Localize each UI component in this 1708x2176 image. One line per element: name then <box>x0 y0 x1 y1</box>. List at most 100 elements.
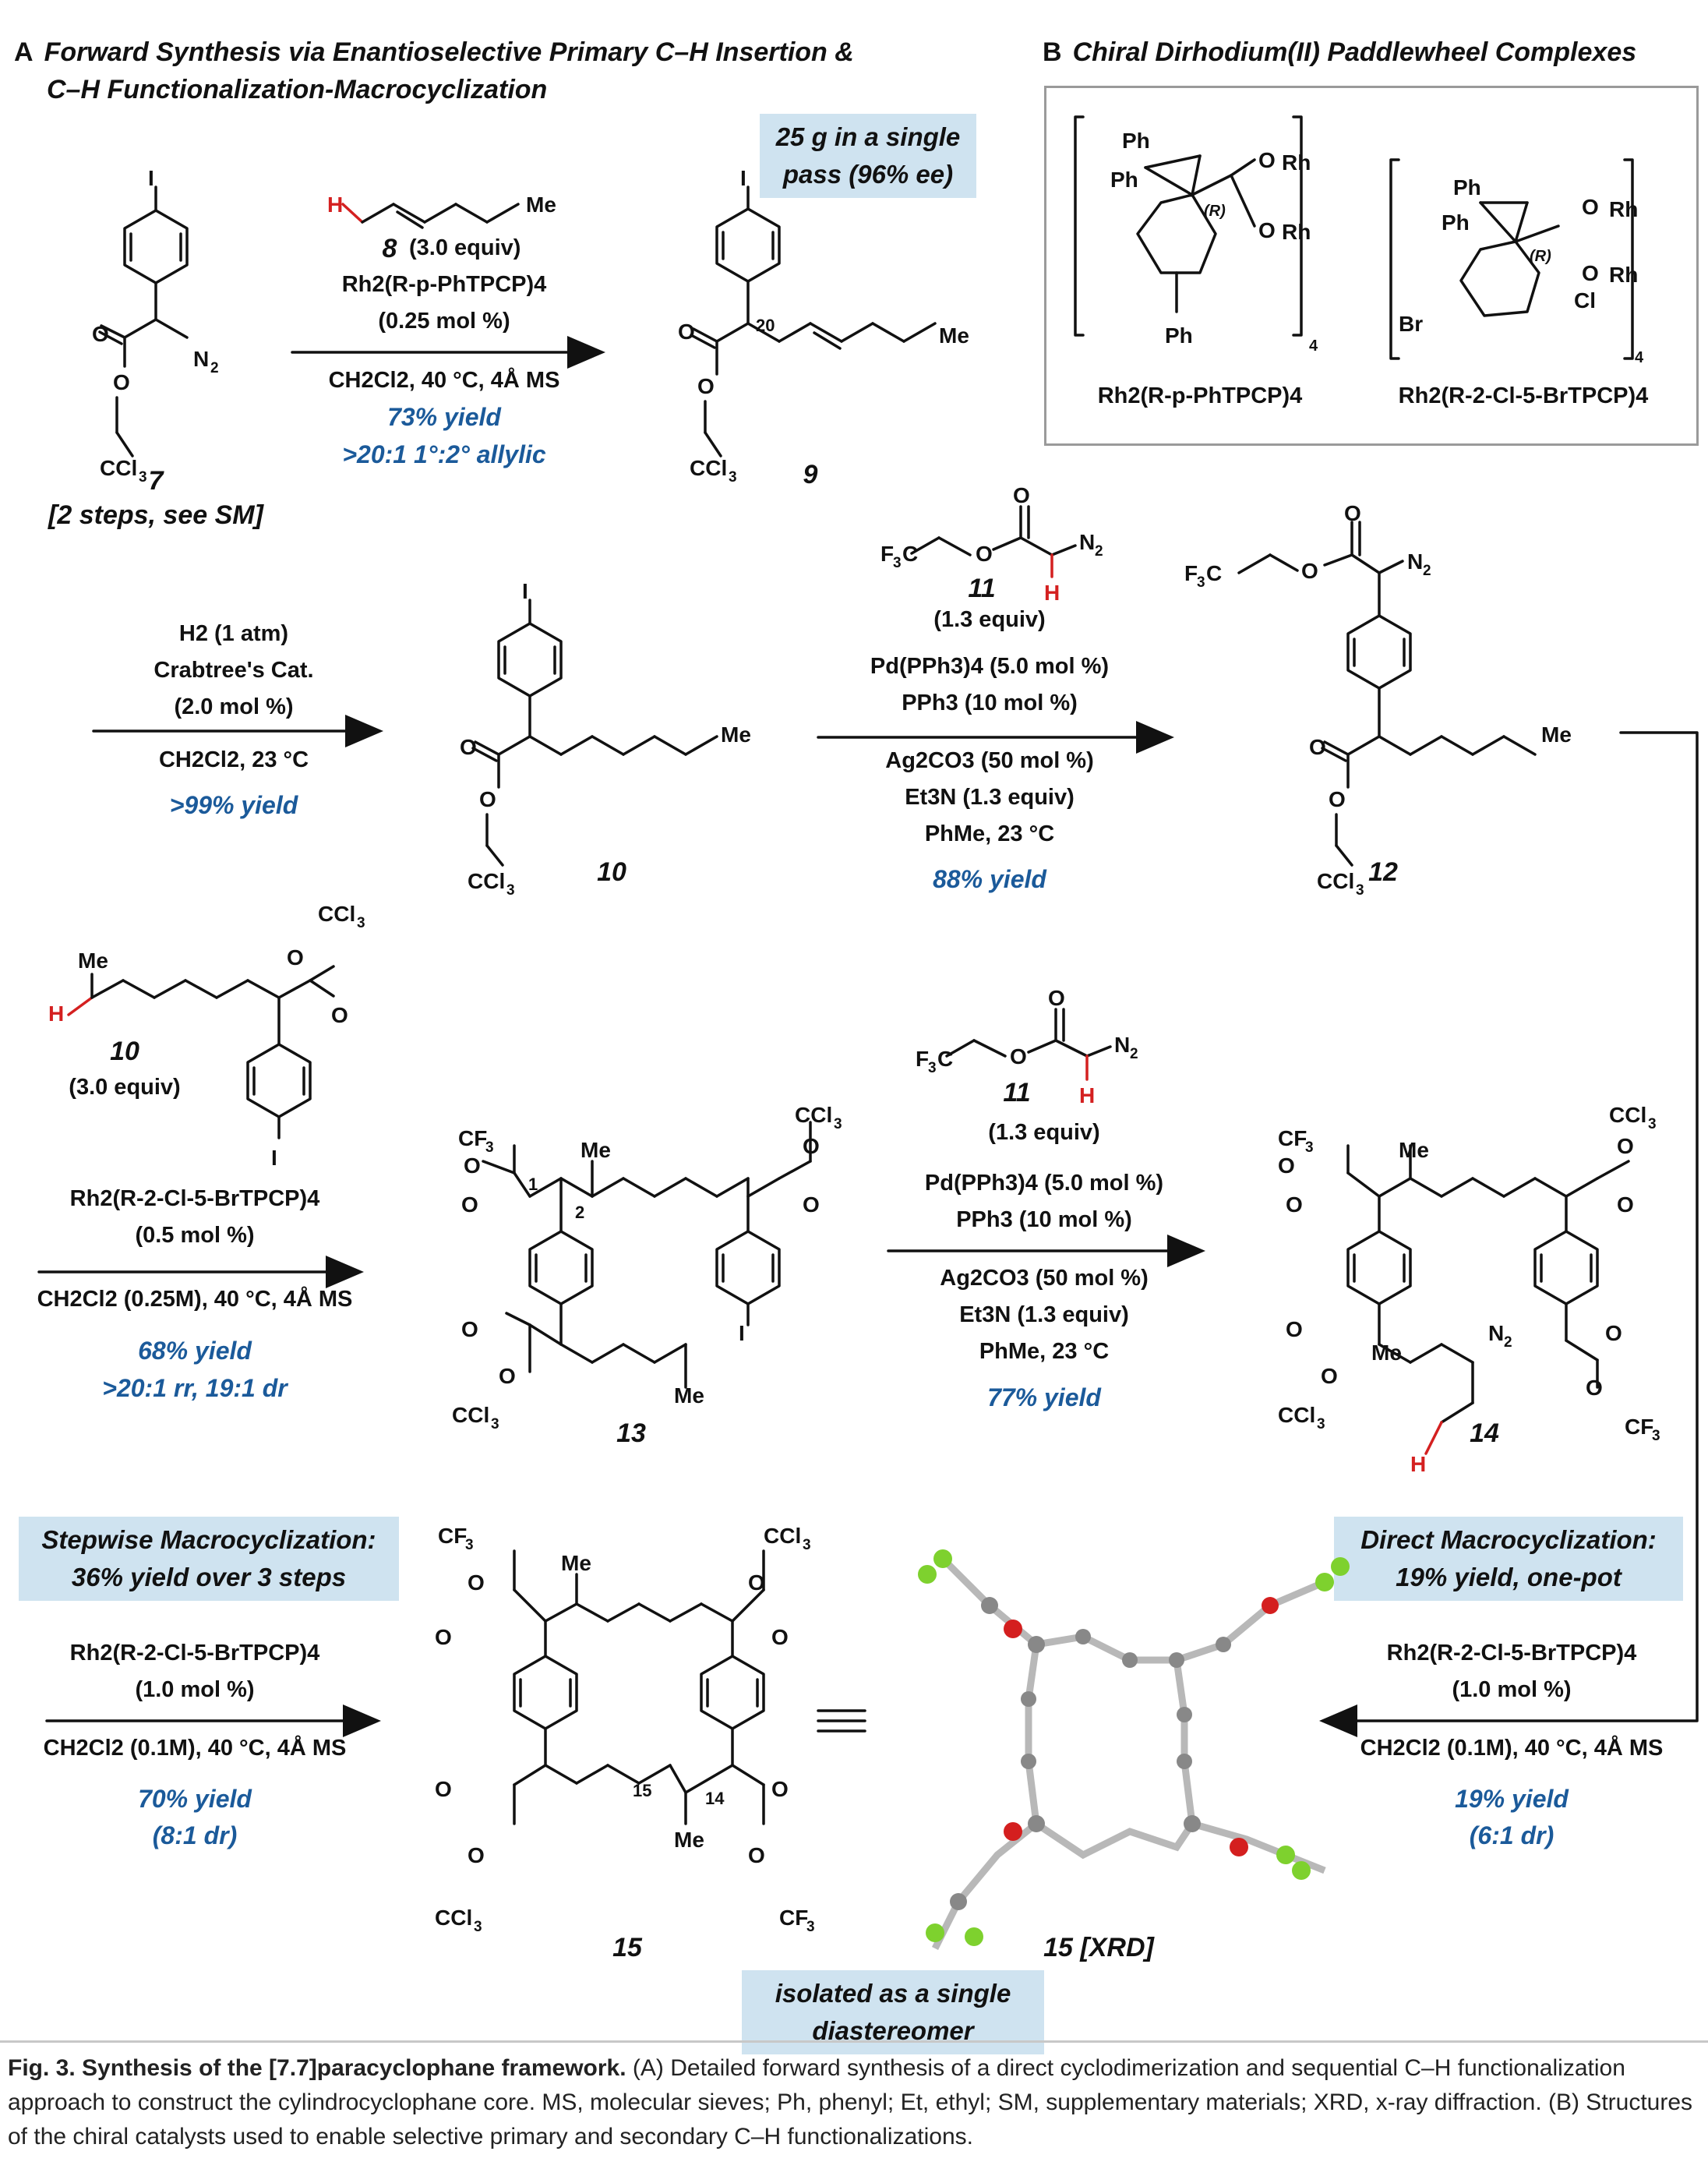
xrd-atoms <box>918 1549 1350 1946</box>
step4-loading: (0.5 mol %) <box>135 1223 255 1248</box>
svg-text:O: O <box>748 1570 765 1595</box>
compound-10-structure <box>471 599 718 867</box>
svg-text:C: C <box>937 1047 953 1071</box>
svg-text:Me: Me <box>674 1383 704 1408</box>
svg-text:O: O <box>803 1134 820 1158</box>
step7-loading: (1.0 mol %) <box>1452 1677 1572 1702</box>
svg-text:2: 2 <box>1095 543 1103 560</box>
svg-text:O: O <box>748 1843 765 1867</box>
svg-text:2: 2 <box>1130 1046 1138 1062</box>
compound-7-structure <box>98 185 189 457</box>
svg-text:O: O <box>678 320 695 344</box>
svg-text:O: O <box>1013 483 1030 507</box>
svg-text:Me: Me <box>1399 1138 1429 1162</box>
svg-text:O: O <box>1010 1044 1027 1069</box>
svg-text:N: N <box>1407 549 1423 574</box>
svg-text:O: O <box>771 1777 789 1801</box>
svg-text:Ph: Ph <box>1453 175 1481 200</box>
step6-dr: (8:1 dr) <box>152 1821 238 1849</box>
step1-conditions: CH2Cl2, 40 °C, 4Å MS <box>328 368 560 393</box>
svg-text:I: I <box>522 579 528 603</box>
compound-10-label: 10 <box>597 857 626 887</box>
step5-line5: PhMe, 23 °C <box>979 1339 1110 1364</box>
svg-text:O: O <box>92 322 109 346</box>
catalyst-box <box>1044 86 1699 446</box>
compound-11-label-a: 11 <box>968 574 996 603</box>
svg-text:O: O <box>331 1003 348 1027</box>
svg-text:N: N <box>1488 1321 1504 1345</box>
svg-text:3: 3 <box>806 1919 815 1935</box>
step5-line4: Et3N (1.3 equiv) <box>959 1302 1129 1327</box>
compound-13-structure <box>482 1121 812 1389</box>
svg-text:Me: Me <box>721 722 751 747</box>
step2-line3: (2.0 mol %) <box>174 694 294 719</box>
compound-7-note: [2 steps, see SM] <box>48 500 263 530</box>
step3-line4: Et3N (1.3 equiv) <box>905 785 1075 810</box>
svg-text:2: 2 <box>575 1203 584 1222</box>
svg-text:O: O <box>1617 1134 1634 1158</box>
step4-yield: 68% yield <box>138 1337 252 1365</box>
svg-text:O: O <box>1286 1317 1303 1341</box>
step1-yield: 73% yield <box>387 403 501 431</box>
svg-text:Rh: Rh <box>1282 150 1311 175</box>
step1-equiv: (3.0 equiv) <box>409 235 521 260</box>
step1-selectivity: >20:1 1°:2° allylic <box>342 440 546 468</box>
compound-12-structure <box>1237 521 1537 867</box>
svg-text:CCl: CCl <box>795 1103 832 1127</box>
svg-text:Me: Me <box>1541 722 1572 747</box>
svg-text:N: N <box>1079 530 1095 554</box>
svg-text:3: 3 <box>1648 1116 1657 1132</box>
svg-text:Rh: Rh <box>1282 220 1311 244</box>
svg-text:3: 3 <box>803 1537 811 1553</box>
svg-text:3: 3 <box>834 1116 842 1132</box>
step2-yield: >99% yield <box>169 791 298 819</box>
svg-text:O: O <box>1582 195 1599 219</box>
svg-text:Me: Me <box>78 948 108 973</box>
svg-text:4: 4 <box>1309 337 1318 355</box>
svg-text:Me: Me <box>526 193 556 217</box>
compound-15-xrd-label: 15 [XRD] <box>1043 1933 1154 1962</box>
svg-text:O: O <box>1605 1321 1622 1345</box>
xrd-structure <box>931 1556 1326 1951</box>
svg-text:F: F <box>1184 561 1198 585</box>
svg-text:O: O <box>1286 1192 1303 1217</box>
step5-yield: 77% yield <box>987 1383 1101 1411</box>
step3-line5: PhMe, 23 °C <box>924 821 1055 846</box>
svg-text:O: O <box>435 1625 452 1649</box>
svg-text:C: C <box>902 542 918 566</box>
compound-11-label-b: 11 <box>1003 1078 1031 1107</box>
compound-11-structure-a <box>910 505 1077 578</box>
svg-text:I: I <box>740 166 746 190</box>
svg-text:I: I <box>739 1321 745 1345</box>
svg-text:3: 3 <box>1356 882 1364 899</box>
svg-text:H: H <box>327 193 343 217</box>
step1-loading: (0.25 mol %) <box>378 309 510 334</box>
svg-text:4: 4 <box>1635 349 1644 366</box>
compound-8-structure <box>341 203 520 229</box>
step6-conditions: CH2Cl2 (0.1M), 40 °C, 4Å MS <box>43 1736 347 1761</box>
step6-loading: (1.0 mol %) <box>135 1677 255 1702</box>
svg-text:O: O <box>1582 261 1599 285</box>
svg-text:(R): (R) <box>1204 203 1226 220</box>
step2-conditions: CH2Cl2, 23 °C <box>158 747 309 772</box>
svg-text:Me: Me <box>561 1551 591 1575</box>
svg-text:O: O <box>1344 501 1361 525</box>
step3-line3: Ag2CO3 (50 mol %) <box>885 748 1094 773</box>
svg-text:Br: Br <box>1399 312 1423 336</box>
svg-text:2: 2 <box>210 360 219 376</box>
svg-text:2: 2 <box>1423 563 1431 579</box>
svg-text:CCl: CCl <box>468 869 505 893</box>
caption-text: (A) Detailed forward synthesis of a dire… <box>8 2055 1693 2150</box>
svg-text:O: O <box>468 1570 485 1595</box>
svg-text:3: 3 <box>465 1537 474 1553</box>
svg-text:O: O <box>1617 1192 1634 1217</box>
svg-text:N: N <box>1114 1033 1130 1057</box>
svg-text:Ph: Ph <box>1110 168 1138 192</box>
svg-text:O: O <box>1329 787 1346 811</box>
compound-15-structure <box>513 1549 765 1825</box>
svg-text:I: I <box>148 166 154 190</box>
compound-10-reagent-label: 10 <box>110 1037 139 1066</box>
svg-text:CCl: CCl <box>1609 1103 1646 1127</box>
